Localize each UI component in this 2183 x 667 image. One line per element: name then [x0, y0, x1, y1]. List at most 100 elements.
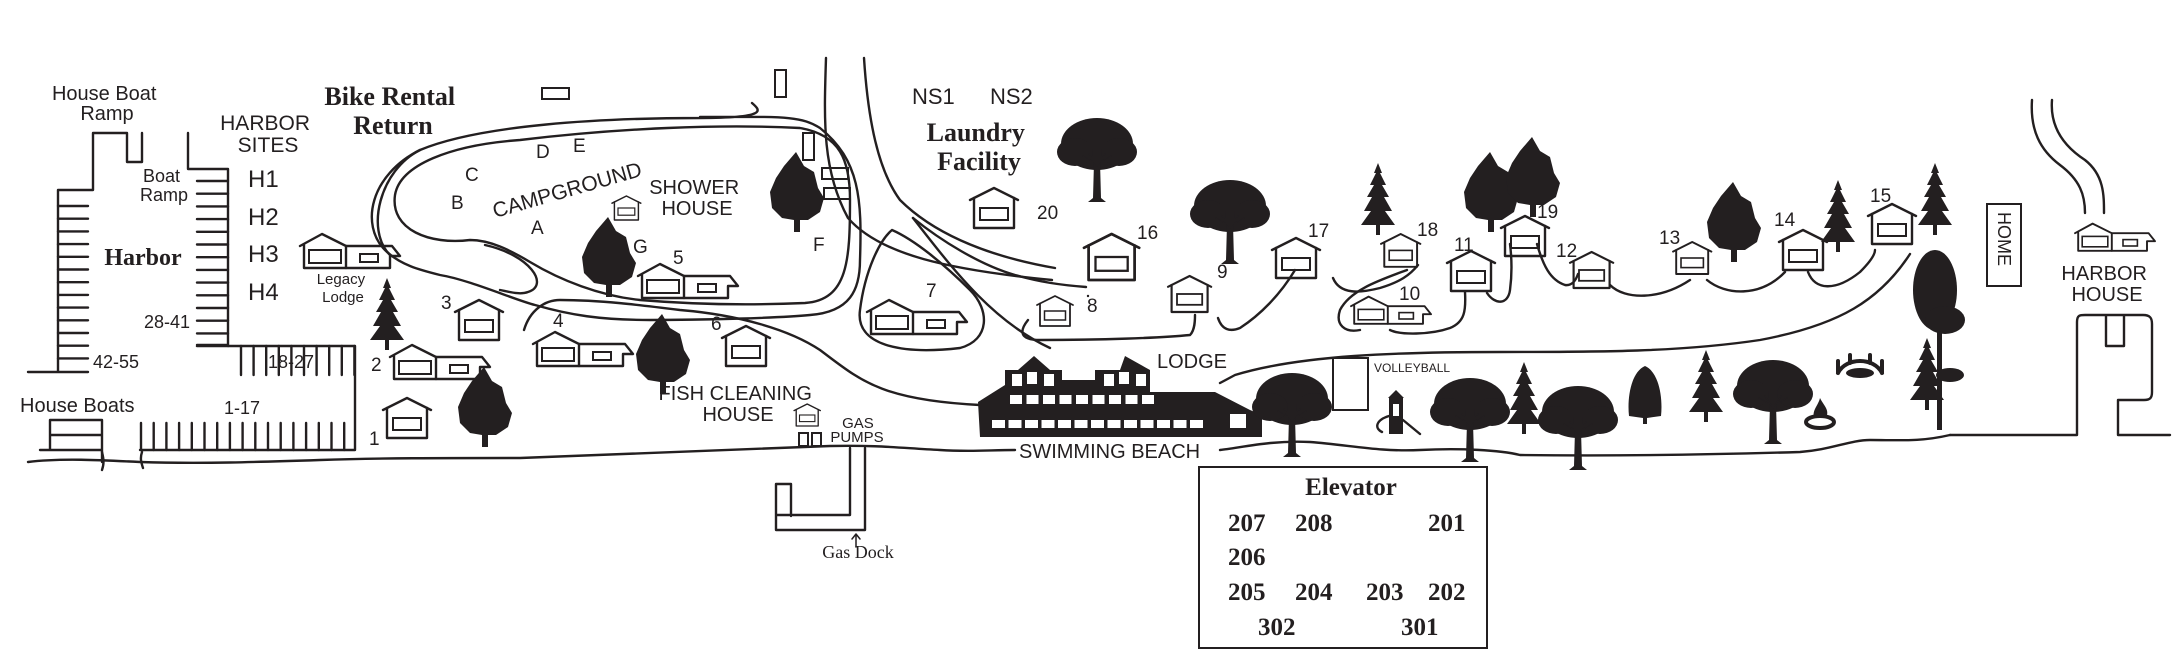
cabin-number: 8 — [1087, 296, 1098, 317]
cabin-number: 18 — [1417, 220, 1438, 241]
cabin-number: 7 — [926, 281, 937, 302]
cabin-3[interactable]: 3 — [441, 293, 505, 342]
lodge-window — [1043, 395, 1055, 404]
cabin-16[interactable]: 16 — [1082, 223, 1158, 282]
cabin-1[interactable]: 1 — [369, 396, 433, 450]
fish-cleaning-house-label: FISH CLEANING HOUSE — [659, 383, 818, 426]
pine-tree-icon — [1361, 163, 1395, 235]
cabin-number: 20 — [1037, 203, 1058, 224]
harbor-label: Harbor — [104, 245, 182, 271]
slip-range-1-17: 1-17 — [224, 398, 260, 418]
broadleaf-tree-icon — [1056, 117, 1138, 203]
harbor-site-h2[interactable]: H2 — [248, 204, 279, 231]
home-marker[interactable] — [1986, 203, 2022, 287]
cabin-14[interactable]: 14 — [1774, 210, 1829, 272]
lodge-window — [1157, 420, 1170, 428]
cabin-8[interactable]: 8 — [1036, 295, 1098, 327]
lodge-window — [1025, 420, 1038, 428]
cabin-number: 6 — [711, 314, 722, 335]
cabin-15[interactable]: 15 — [1866, 186, 1918, 246]
north-site-ns1[interactable]: NS1 — [912, 84, 955, 109]
cabin-2[interactable]: 2 — [371, 343, 492, 381]
cabin-number: 5 — [673, 248, 684, 269]
laundry-facility-label: Laundry Facility — [927, 118, 1032, 176]
cabin-number: 9 — [1217, 262, 1228, 283]
harbor-sites-label: HARBOR SITES — [220, 112, 316, 157]
lodge-window — [1190, 420, 1203, 428]
cabin-7[interactable]: 7 — [865, 281, 969, 336]
cabin-9[interactable]: 9 — [1166, 262, 1228, 314]
lodge-window — [1008, 420, 1022, 428]
shower-house-icon[interactable] — [611, 195, 642, 221]
lodge-window — [1092, 395, 1105, 404]
lodge-window — [1136, 374, 1146, 386]
room-202: 202 — [1428, 579, 1466, 606]
campsite-a[interactable]: A — [531, 218, 544, 239]
lodge-window — [1230, 414, 1246, 428]
room-206: 206 — [1228, 544, 1266, 571]
boat-ramp-label: Boat Ramp — [140, 166, 188, 205]
cabin-number: 13 — [1659, 228, 1680, 249]
lodge-window — [1076, 395, 1088, 404]
cabin-5[interactable]: 5 — [636, 248, 740, 300]
lodge-window — [1059, 395, 1072, 404]
cypress-tree-icon — [1628, 366, 1662, 424]
lodge-window — [1091, 420, 1104, 428]
room-201: 201 — [1428, 510, 1466, 537]
cabin-12[interactable]: 12 — [1556, 241, 1615, 290]
tall-pine-tree-icon — [1913, 250, 1965, 430]
pine-tree-icon — [1821, 180, 1855, 252]
footbridge-icon[interactable] — [1836, 353, 1884, 378]
pine-tree-icon — [1918, 163, 1952, 235]
north-site-ns2[interactable]: NS2 — [990, 84, 1033, 109]
room-301: 301 — [1401, 614, 1439, 641]
cabin-17[interactable]: 17 — [1270, 221, 1329, 280]
harbor-house-building-icon[interactable] — [2074, 222, 2156, 252]
room-302: 302 — [1258, 614, 1296, 641]
cabin-11[interactable]: 11 — [1445, 235, 1497, 293]
pine-tree-icon — [1689, 350, 1723, 422]
lodge-window — [1012, 374, 1022, 386]
cabin-19[interactable]: 19 — [1499, 202, 1558, 258]
fish-cleaning-house-icon[interactable] — [793, 403, 822, 427]
cabin-number: 1 — [369, 429, 380, 450]
cabin-6[interactable]: 6 — [711, 314, 772, 368]
fire-pit-icon[interactable] — [1804, 398, 1836, 430]
gas-pumps-icon[interactable] — [798, 432, 822, 447]
broadleaf-tree-icon — [1732, 359, 1814, 445]
lodge-window — [1142, 395, 1154, 404]
harbor-site-h3[interactable]: H3 — [248, 241, 279, 268]
cabin-18[interactable]: 18 — [1380, 220, 1438, 268]
cabin-4[interactable]: 4 — [531, 311, 635, 368]
campsite-g[interactable]: G — [633, 237, 648, 258]
cabin-10[interactable]: 10 — [1350, 284, 1432, 325]
lodge-window — [1125, 395, 1138, 404]
cabin-number: 2 — [371, 355, 382, 376]
lodge-window — [992, 420, 1005, 428]
cabin-number: 3 — [441, 293, 452, 314]
home-label: HOME — [1994, 212, 2014, 266]
deciduous-tree-icon — [1707, 182, 1761, 262]
campsite-d[interactable]: D — [536, 142, 550, 163]
broadleaf-tree-icon — [1189, 179, 1271, 265]
volleyball-label: VOLLEYBALL — [1374, 361, 1450, 375]
slip-range-18-27: 18-27 — [268, 352, 314, 372]
room-204: 204 — [1295, 579, 1333, 606]
campsite-c[interactable]: C — [465, 165, 479, 186]
shower-house-label: SHOWER HOUSE — [649, 177, 745, 220]
harbor-site-h1[interactable]: H1 — [248, 166, 279, 193]
campsite-e[interactable]: E — [573, 136, 586, 157]
deciduous-tree-icon — [770, 152, 824, 232]
trees — [370, 117, 1965, 471]
campsite-b[interactable]: B — [451, 193, 464, 214]
lodge-building-icon[interactable] — [978, 356, 1262, 437]
cabin-20[interactable]: 20 — [968, 186, 1058, 230]
volleyball-court[interactable] — [1332, 357, 1369, 411]
cabin-13[interactable]: 13 — [1659, 228, 1713, 275]
playground-icon[interactable] — [1376, 390, 1422, 436]
harbor-house-dock — [1948, 313, 2172, 437]
gas-pumps-label: GAS PUMPS — [830, 415, 883, 446]
pine-tree-icon — [370, 278, 404, 350]
harbor-site-h4[interactable]: H4 — [248, 279, 279, 306]
campsite-f[interactable]: F — [813, 235, 825, 256]
